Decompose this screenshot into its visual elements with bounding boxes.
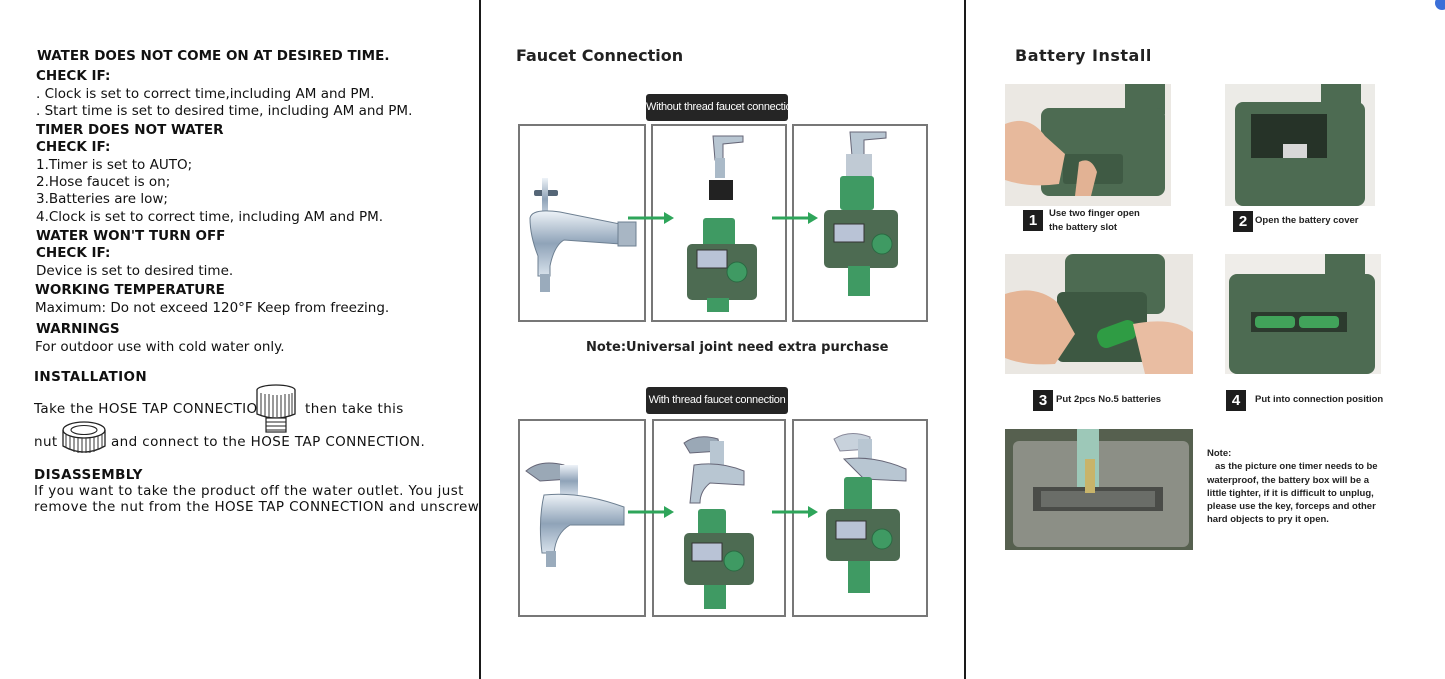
q2-line: 4.Clock is set to correct time, includin…: [36, 209, 384, 225]
lever-faucet-icon: [525, 462, 625, 567]
battery-closeup-photo: [1005, 429, 1193, 550]
q1-line: . Start time is set to desired time, inc…: [36, 103, 413, 119]
nut-icon: [62, 421, 106, 453]
step-number-badge: 2: [1233, 211, 1253, 232]
timer-photo-frame: [651, 124, 787, 322]
step-caption: Put into connection position: [1255, 394, 1384, 405]
column-divider: [479, 0, 481, 679]
q2-check: CHECK IF:: [36, 139, 111, 155]
note-line: as the picture one timer needs to be: [1215, 461, 1378, 472]
timer-without-thread-icon: [687, 135, 757, 312]
installation-title: INSTALLATION: [34, 369, 148, 385]
timer-assembled-frame: [792, 419, 928, 617]
battery-cover-open-icon: [1225, 84, 1375, 206]
step-number-badge: 1: [1023, 210, 1043, 231]
step-caption: Put 2pcs No.5 batteries: [1056, 394, 1162, 405]
installation-line: nut: [34, 434, 58, 450]
battery-title: Battery Install: [1015, 46, 1152, 65]
q1-line: . Clock is set to correct time,including…: [36, 86, 375, 102]
column-divider: [964, 0, 966, 679]
without-thread-label: Without thread faucet connection: [646, 94, 798, 121]
note-line: waterproof, the battery box will be a: [1207, 475, 1370, 486]
timer-with-thread-icon: [683, 436, 754, 609]
troubleshooting-panel: WATER DOES NOT COME ON AT DESIRED TIME. …: [0, 0, 482, 679]
q1-title: WATER DOES NOT COME ON AT DESIRED TIME.: [37, 48, 390, 64]
battery-step-photo: [1005, 254, 1193, 374]
connection-position-icon: [1225, 254, 1381, 374]
battery-step-photo: [1005, 84, 1171, 206]
q2-title: TIMER DOES NOT WATER: [36, 122, 224, 138]
warn-line: For outdoor use with cold water only.: [35, 339, 285, 355]
step-number-badge: 3: [1033, 390, 1053, 411]
disassembly-line: If you want to take the product off the …: [34, 483, 464, 499]
faucet-photo-frame: [518, 124, 646, 322]
battery-step-photo: [1225, 84, 1375, 206]
timer-assembled-icon: [824, 131, 898, 296]
hose-tap-connection-icon: [256, 384, 296, 433]
disassembly-title: DISASSEMBLY: [34, 467, 143, 483]
corner-badge-icon: [1435, 0, 1445, 10]
arrow-right-icon: [628, 212, 674, 224]
note-line: please use the key, forceps and other: [1207, 501, 1376, 512]
note-line: little tighter, if it is difficult to un…: [1207, 488, 1374, 499]
arrow-right-icon: [772, 506, 818, 518]
q3-line: Device is set to desired time.: [36, 263, 234, 279]
insert-batteries-icon: [1005, 254, 1193, 374]
faucet-icon: [529, 178, 637, 292]
faucet-title: Faucet Connection: [516, 46, 684, 65]
with-thread-label: With thread faucet connection: [646, 387, 788, 414]
installation-line: Take the HOSE TAP CONNECTION: [34, 401, 269, 417]
q2-line: 1.Timer is set to AUTO;: [36, 157, 193, 173]
q3-check: CHECK IF:: [36, 245, 111, 261]
step-caption: Use two finger open: [1049, 208, 1140, 219]
step-number-badge: 4: [1226, 390, 1246, 411]
warn-title: WARNINGS: [36, 321, 120, 337]
timer-photo-frame: [652, 419, 786, 617]
universal-joint-note: Note:Universal joint need extra purchase: [586, 340, 889, 355]
installation-line: and connect to the HOSE TAP CONNECTION.: [111, 434, 426, 450]
faucet-photo-frame: [518, 419, 646, 617]
battery-install-panel: Battery Install 1 Use two finger open th…: [967, 0, 1445, 679]
hand-opening-slot-icon: [1005, 84, 1171, 206]
q2-line: 2.Hose faucet is on;: [36, 174, 171, 190]
q1-check: CHECK IF:: [36, 68, 111, 84]
note-title: Note:: [1207, 448, 1232, 459]
q3-title: WATER WON'T TURN OFF: [36, 228, 226, 244]
disassembly-line: remove the nut from the HOSE TAP CONNECT…: [34, 499, 483, 515]
q2-line: 3.Batteries are low;: [36, 191, 168, 207]
arrow-right-icon: [628, 506, 674, 518]
timer-assembled-frame: [792, 124, 928, 322]
step-caption: Open the battery cover: [1255, 215, 1359, 226]
temp-line: Maximum: Do not exceed 120°F Keep from f…: [35, 300, 390, 316]
installation-line: then take this: [305, 401, 404, 417]
note-line: hard objects to pry it open.: [1207, 514, 1329, 525]
timer-assembled-icon: [826, 433, 907, 593]
battery-box-closeup-icon: [1005, 429, 1193, 550]
step-caption: the battery slot: [1049, 222, 1118, 233]
battery-step-photo: [1225, 254, 1381, 374]
arrow-right-icon: [772, 212, 818, 224]
faucet-connection-panel: Faucet Connection Without thread faucet …: [482, 0, 964, 679]
temp-title: WORKING TEMPERATURE: [35, 282, 225, 298]
